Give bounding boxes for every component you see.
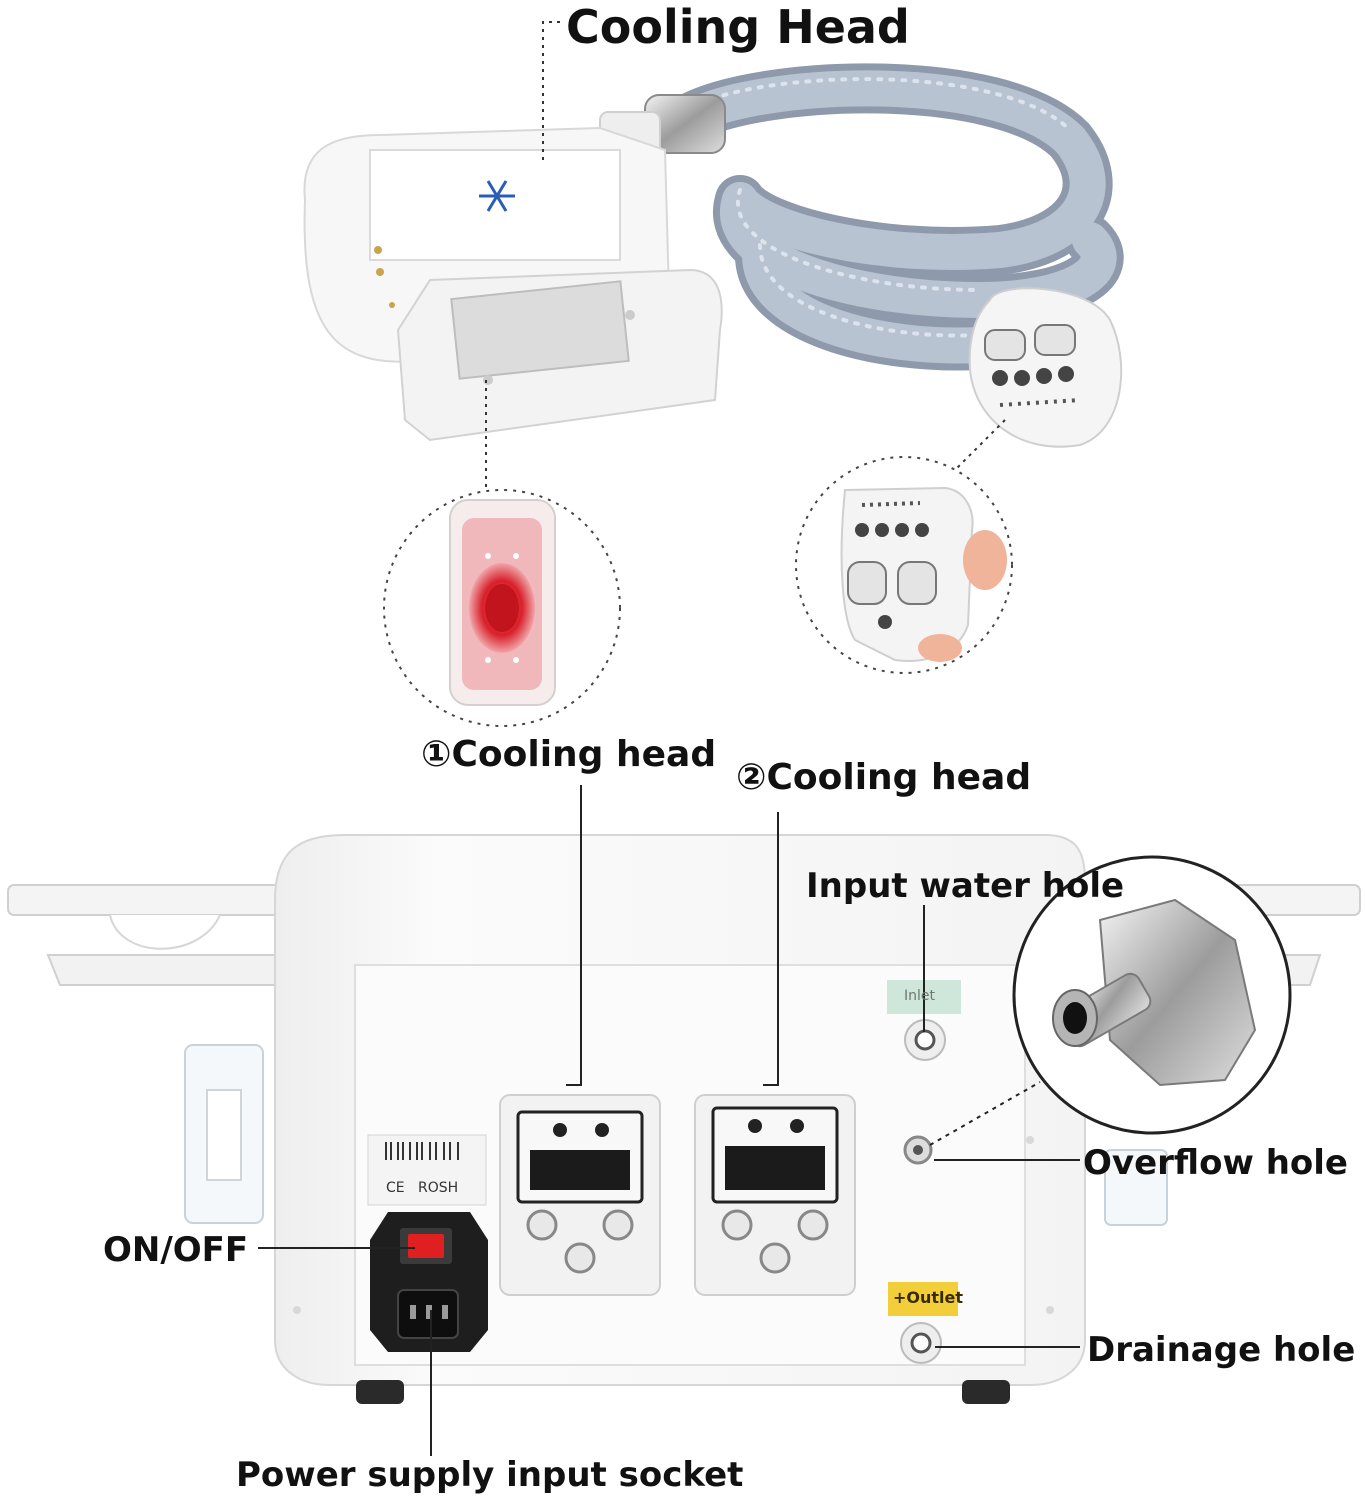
hose (665, 63, 1124, 371)
snowflake-icon (479, 180, 515, 212)
on-off-label: ON/OFF (103, 1230, 249, 1270)
overflow-hole-label: Overflow hole (1083, 1143, 1348, 1183)
connector-panel-1 (499, 1094, 661, 1296)
outlet-tag: +Outlet (893, 1288, 964, 1307)
red-light-detail (383, 489, 621, 727)
cooling-head-2-label: ②Cooling head (736, 757, 1032, 798)
inlet-tag: Inlet (904, 988, 935, 1004)
main-unit (7, 834, 1361, 1404)
cooling-head-1-label: ①Cooling head (421, 734, 717, 775)
drainage-hole-label: Drainage hole (1087, 1330, 1356, 1370)
drainage-hole (900, 1322, 942, 1364)
power-socket-label: Power supply input socket (236, 1455, 744, 1495)
input-water-hole-label: Input water hole (806, 866, 1125, 906)
rosh-mark: ROSH (418, 1180, 459, 1196)
top-leader-lines (485, 21, 1006, 490)
leader-lines (258, 785, 1080, 1456)
overflow-hole (903, 1135, 933, 1165)
control-panel-detail (795, 456, 1013, 674)
page-title: Cooling Head (566, 0, 910, 54)
barcode (385, 1142, 459, 1160)
handle-control-panel (968, 287, 1123, 448)
ce-mark: CE (386, 1180, 405, 1196)
connector-panel-2 (694, 1094, 856, 1296)
cooling-head-device (303, 126, 723, 442)
fitting-zoom-detail (1012, 855, 1292, 1135)
